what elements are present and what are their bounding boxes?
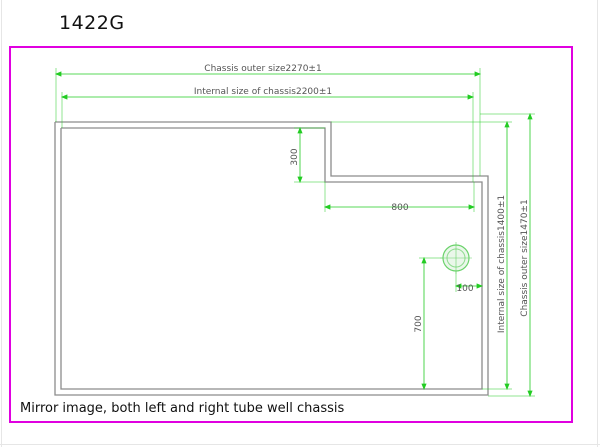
page-title: 1422G — [59, 12, 125, 34]
chassis-inner-wall — [60, 127, 483, 390]
chassis-outer-wall — [54, 121, 489, 396]
left-edge-line — [1, 0, 2, 447]
outer-width-label: Chassis outer size2270±1 — [204, 64, 321, 74]
hole-height-label: 700 — [414, 315, 424, 332]
magenta-frame — [9, 46, 573, 423]
inner-width-label: Internal size of chassis2200±1 — [194, 87, 332, 97]
notch-width-label: 800 — [391, 203, 408, 213]
dimension-lines — [54, 68, 535, 398]
bottom-edge-line — [0, 444, 600, 445]
right-edge-line — [597, 0, 598, 447]
chassis-outline — [54, 121, 489, 396]
outer-height-label: Chassis outer size1470±1 — [520, 199, 530, 316]
notch-depth-label: 300 — [290, 148, 300, 165]
tube-hole — [440, 242, 472, 274]
inner-height-label: Internal size of chassis1400±1 — [497, 195, 507, 333]
caption: Mirror image, both left and right tube w… — [20, 401, 345, 416]
hole-offset-label: 100 — [456, 284, 473, 294]
